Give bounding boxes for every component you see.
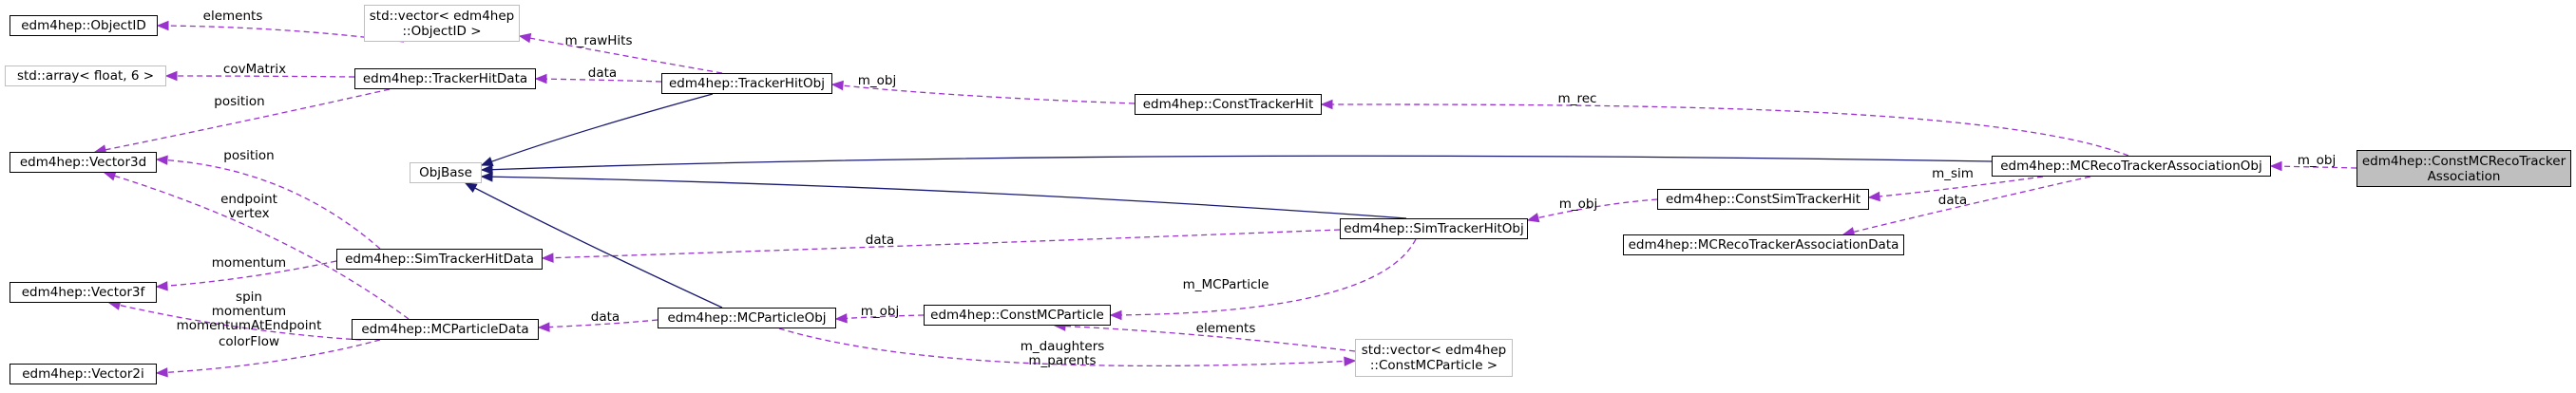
edge-mcparticle (1110, 238, 1417, 316)
edge-msim (1868, 176, 2044, 198)
edge-mobj-mcparticleobj-arrowhead (834, 313, 848, 324)
edge-mobj-association-arrowhead (2269, 160, 2282, 172)
node-const-tracker-hit[interactable]: edm4hep::ConstTrackerHit (1135, 94, 1322, 115)
node-tracker-hit-data[interactable]: edm4hep::TrackerHitData (354, 68, 536, 89)
edge-spin-momentum (108, 302, 362, 341)
edge-data-mcparticledata-arrowhead (537, 322, 550, 332)
node-sim-tracker-hit-obj[interactable]: edm4hep::SimTrackerHitObj (1340, 218, 1528, 239)
edge-elements-constmcparticle (1054, 325, 1356, 352)
node-vector3d[interactable]: edm4hep::Vector3d (10, 152, 157, 173)
edge-position-trackerhitdata (94, 88, 391, 153)
edge-inherit-trackerhitobj-arrowhead (480, 157, 494, 166)
edge-label-colorflow: colorFlow (218, 334, 280, 349)
edge-data-simtrackerhitdata-arrowhead (541, 253, 554, 263)
edge-label-data: data (1937, 193, 1968, 208)
edge-rawhits-arrowhead (518, 32, 532, 44)
node-array-float6[interactable]: std::array< float, 6 > (5, 66, 166, 86)
node-mc-reco-tracker-association-obj[interactable]: edm4hep::MCRecoTrackerAssociationObj (1992, 156, 2271, 177)
node-const-mc-particle[interactable]: edm4hep::ConstMCParticle (924, 305, 1111, 326)
edge-label-m-obj: m_obj (1558, 196, 1598, 212)
edge-label-m-obj: m_obj (2297, 153, 2337, 168)
edge-elements-objectid-arrowhead (156, 20, 169, 31)
node-obj-base[interactable]: ObjBase (410, 162, 482, 183)
node-mc-particle-obj[interactable]: edm4hep::MCParticleObj (658, 308, 836, 328)
edge-label-m-obj: m_obj (860, 304, 900, 319)
edge-covmatrix-arrowhead (164, 70, 178, 82)
edge-inherit-trackerhitobj (481, 93, 714, 166)
edge-label-data: data (590, 309, 620, 325)
edge-covmatrix (165, 75, 355, 78)
node-vector2i[interactable]: edm4hep::Vector2i (10, 364, 157, 384)
edge-label-covmatrix: covMatrix (222, 62, 287, 77)
edge-data-trackerhitdata-arrowhead (534, 73, 547, 84)
edge-label-m-mcparticle: m_MCParticle (1182, 277, 1269, 292)
edge-daughters-parents (778, 328, 1356, 367)
node-mc-particle-data[interactable]: edm4hep::MCParticleData (352, 319, 539, 340)
edge-data-simtrackerhitdata (542, 229, 1341, 259)
edge-inherit-simtrackerhitobj (481, 176, 1407, 219)
node-tracker-hit-obj[interactable]: edm4hep::TrackerHitObj (661, 73, 832, 94)
node-mc-reco-tracker-association-data[interactable]: edm4hep::MCRecoTrackerAssociationData (1623, 234, 1904, 255)
edge-colorflow-arrowhead (155, 367, 168, 378)
node-const-mc-reco-tracker-association[interactable]: edm4hep::ConstMCRecoTracker Association (2357, 150, 2571, 187)
node-vector-objectid[interactable]: std::vector< edm4hep ::ObjectID > (364, 5, 520, 42)
edge-endpoint-vertex-arrowhead (103, 171, 117, 181)
edge-label-spin-momentum: spin momentum momentumAtEndpoint (176, 290, 322, 333)
node-const-sim-tracker-hit[interactable]: edm4hep::ConstSimTrackerHit (1657, 189, 1869, 210)
edge-label-position: position (223, 148, 275, 163)
edge-label-m-daughters-m-parents: m_daughters m_parents (1020, 339, 1105, 368)
edge-inherit-mcparticleobj-arrowhead (464, 182, 478, 194)
edge-data-mcparticledata (538, 319, 658, 328)
edge-inherit-mcparticleobj (465, 182, 723, 309)
edge-inherit-association (481, 155, 1993, 171)
edge-label-position: position (214, 94, 265, 109)
edge-daughters-parents-arrowhead (1344, 356, 1357, 366)
edge-momentum-arrowhead (155, 281, 168, 291)
edge-position-simtrackerhitdata-arrowhead (155, 155, 168, 165)
edge-mobj-trackerhitobj (831, 84, 1135, 104)
edge-label-endpoint-vertex: endpoint vertex (220, 192, 277, 221)
edge-rawhits (519, 35, 723, 74)
edge-endpoint-vertex (104, 172, 410, 320)
edge-mobj-trackerhitobj-arrowhead (830, 80, 844, 91)
node-vector3f[interactable]: edm4hep::Vector3f (10, 282, 157, 303)
edge-mrec-arrowhead (1320, 99, 1333, 110)
edge-position-simtrackerhitdata (156, 159, 381, 250)
edge-mobj-simtrackerhitobj-arrowhead (1526, 213, 1540, 223)
edge-momentum (156, 260, 337, 288)
edge-inherit-simtrackerhitobj-arrowhead (480, 172, 493, 182)
edge-msim-arrowhead (1867, 191, 1880, 202)
edge-label-data: data (865, 233, 895, 248)
edge-label-elements: elements (1195, 321, 1256, 336)
edge-data-association (1842, 176, 2091, 235)
edge-data-trackerhitdata (535, 78, 662, 83)
edge-mobj-simtrackerhitobj (1527, 198, 1658, 221)
node-sim-tracker-hit-data[interactable]: edm4hep::SimTrackerHitData (336, 249, 543, 270)
edge-label-m-sim: m_sim (1932, 166, 1974, 181)
edge-inherit-association-arrowhead (480, 164, 493, 175)
node-object-id[interactable]: edm4hep::ObjectID (10, 15, 158, 36)
edge-label-momentum: momentum (211, 255, 287, 271)
node-vector-const-mc-particle[interactable]: std::vector< edm4hep ::ConstMCParticle > (1355, 339, 1513, 377)
edge-label-m-obj: m_obj (857, 73, 897, 88)
edge-label-m-rawhits: m_rawHits (564, 33, 633, 48)
edge-label-elements: elements (202, 9, 263, 24)
edge-label-data: data (587, 66, 618, 81)
edge-mrec (1321, 103, 2129, 157)
edge-mcparticle-arrowhead (1109, 309, 1122, 321)
edge-colorflow (156, 339, 381, 374)
edge-label-m-rec: m_rec (1557, 91, 1597, 106)
